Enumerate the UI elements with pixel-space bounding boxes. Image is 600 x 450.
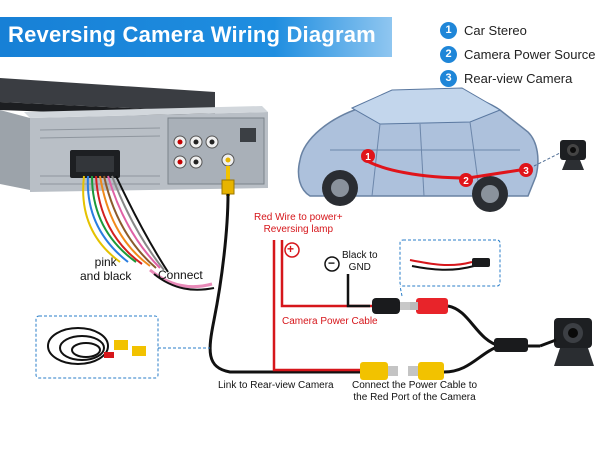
red-power-socket <box>410 298 448 314</box>
plus-symbol <box>284 242 300 258</box>
pink-black-label: pink and black <box>80 255 132 283</box>
page-title: Reversing Camera Wiring Diagram <box>8 22 376 47</box>
car-marker-2: 2 <box>459 173 473 187</box>
power-barrel-plug <box>372 298 410 314</box>
legend-item-car-stereo: 1 Car Stereo <box>440 20 527 40</box>
minus-symbol-text: − <box>328 256 336 270</box>
yellow-rca-plug-right <box>408 362 444 380</box>
connect-label: Connect <box>158 268 203 282</box>
power-cable-callout <box>399 239 501 287</box>
legend-label: Camera Power Source <box>464 46 596 62</box>
rca-sockets <box>173 128 256 169</box>
minus-symbol <box>324 256 340 272</box>
title-banner <box>0 17 392 57</box>
legend-number-badge: 3 <box>440 69 457 87</box>
legend-label: Rear-view Camera <box>464 70 573 86</box>
cable-junction <box>494 338 528 352</box>
svg-text:3: 3 <box>523 166 529 177</box>
red-power-wire <box>272 240 370 372</box>
red-power-wire-2 <box>280 240 372 308</box>
video-cable <box>208 193 360 374</box>
ground-wire <box>346 274 370 308</box>
legend-number-badge: 2 <box>440 45 457 63</box>
plus-symbol-text: + <box>287 242 295 256</box>
legend-label: Car Stereo <box>464 22 527 38</box>
svg-text:1: 1 <box>365 152 371 163</box>
rear-camera-large <box>539 318 594 366</box>
legend-item-rear-view-camera: 3 Rear-view Camera <box>440 68 572 88</box>
legend-item-camera-power-source: 2 Camera Power Source <box>440 44 596 64</box>
car-marker-1: 1 <box>361 149 375 163</box>
legend-number-badge: 1 <box>440 21 457 39</box>
svg-text:2: 2 <box>463 176 469 187</box>
car-illustration <box>297 87 539 212</box>
wiring-harness <box>82 175 215 291</box>
video-cable-callout <box>35 315 159 379</box>
car-marker-3: 3 <box>519 163 533 177</box>
yellow-rca-plug-left <box>360 362 398 380</box>
rear-camera-small <box>560 140 586 170</box>
black-to-gnd-label: Black to GND <box>342 250 378 273</box>
red-wire-label: Red Wire to power+ Reversing lamp <box>254 212 343 235</box>
connect-power-cable-label: Connect the Power Cable to the Red Port … <box>352 380 478 403</box>
camera-power-cable-label: Camera Power Cable <box>282 316 378 327</box>
car-stereo-unit <box>0 78 268 192</box>
link-rear-view-label: Link to Rear-view Camera <box>218 380 334 391</box>
